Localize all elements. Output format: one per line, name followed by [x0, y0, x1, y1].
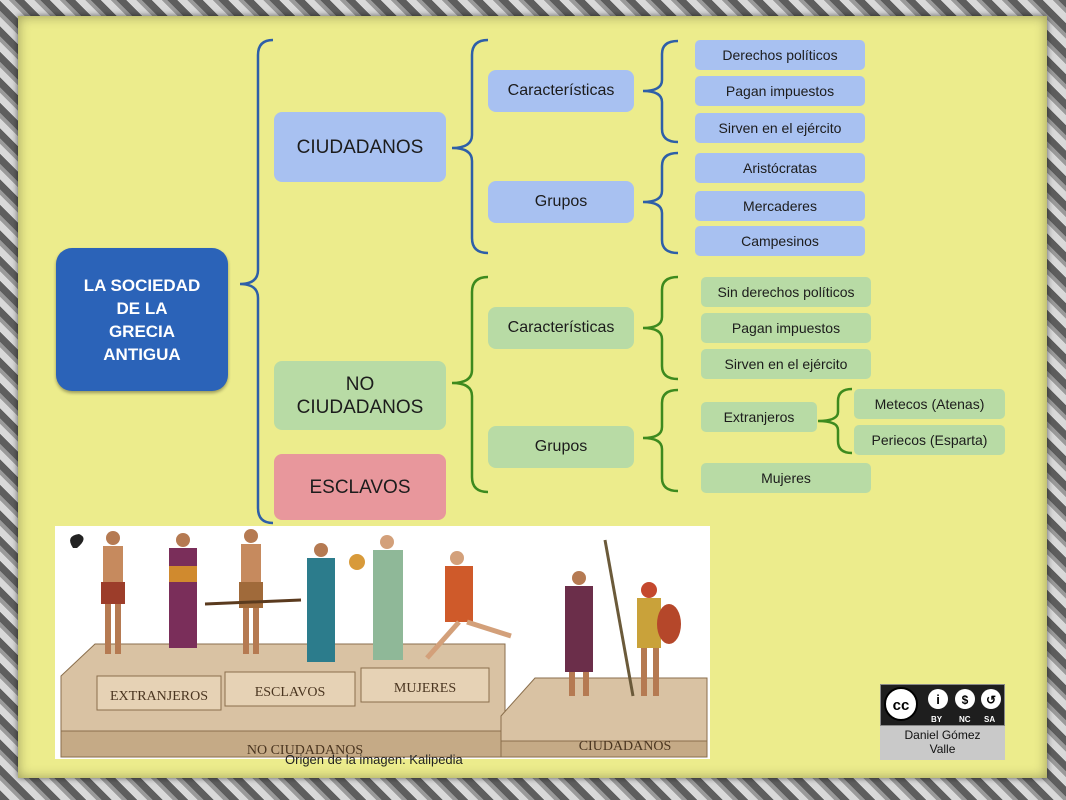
- cc-by: BY: [931, 715, 943, 724]
- figure-extranjero-2: [169, 533, 197, 648]
- leaf-sirven-ejercito: Sirven en el ejército: [695, 113, 865, 143]
- leaf-pagan-impuestos: Pagan impuestos: [695, 76, 865, 106]
- social-classes-illustration: EXTRANJEROS ESCLAVOS MUJERES NO CIUDADAN…: [55, 526, 710, 759]
- leaf-extranjeros: Extranjeros: [701, 402, 817, 432]
- ciud-grupos-bracket: [642, 151, 679, 255]
- leaf-derechos-politicos: Derechos políticos: [695, 40, 865, 70]
- author-name: Daniel Gómez Valle: [880, 726, 1005, 760]
- figure-soldado: [603, 539, 681, 697]
- noc-grupos-bracket: [642, 388, 679, 493]
- plinth-esclavos: ESCLAVOS: [255, 685, 326, 700]
- extranjeros-bracket: [817, 387, 853, 455]
- ciud-caracteristicas-node: Características: [488, 70, 634, 112]
- svg-text:↺: ↺: [986, 693, 996, 707]
- leaf-sin-derechos: Sin derechos políticos: [701, 277, 871, 307]
- figure-mujer-2: [425, 551, 512, 660]
- leaf-campesinos: Campesinos: [695, 226, 865, 256]
- leaf-noc-pagan-impuestos: Pagan impuestos: [701, 313, 871, 343]
- cc-sa: SA: [984, 715, 996, 724]
- leaf-metecos: Metecos (Atenas): [854, 389, 1005, 419]
- leaf-periecos: Periecos (Esparta): [854, 425, 1005, 455]
- noc-bracket: [451, 275, 489, 494]
- cc-badge: cc i $ ↺ BY NC SA: [880, 684, 1005, 726]
- ciud-grupos-node: Grupos: [488, 181, 634, 223]
- noc-caracteristicas-node: Características: [488, 307, 634, 349]
- figure-mujer-1: [373, 535, 403, 660]
- noc-carac-bracket: [642, 275, 679, 381]
- cc-nc: NC: [959, 715, 971, 724]
- svg-text:$: $: [962, 693, 969, 707]
- ciud-carac-bracket: [642, 39, 679, 144]
- svg-text:cc: cc: [893, 697, 910, 714]
- plinth-extranjeros: EXTRANJEROS: [110, 689, 208, 704]
- plinth-ciudadanos: CIUDADANOS: [579, 739, 672, 754]
- no-ciudadanos-node: NO CIUDADANOS: [274, 361, 446, 430]
- leaf-mujeres: Mujeres: [701, 463, 871, 493]
- leaf-aristocratas: Aristócratas: [695, 153, 865, 183]
- ciudadanos-bracket: [451, 38, 489, 255]
- figure-ciudadano: [565, 571, 593, 696]
- figure-esclavo: [204, 529, 302, 654]
- root-node: LA SOCIEDAD DE LA GRECIA ANTIGUA: [56, 248, 228, 391]
- leaf-mercaderes: Mercaderes: [695, 191, 865, 221]
- plinth-no-ciudadanos: NO CIUDADANOS: [247, 743, 363, 758]
- ciudadanos-node: CIUDADANOS: [274, 112, 446, 182]
- figure-extranjero: [70, 531, 125, 654]
- esclavos-node: ESCLAVOS: [274, 454, 446, 520]
- root-bracket: [239, 38, 274, 525]
- plinth-labels: EXTRANJEROS ESCLAVOS MUJERES NO CIUDADAN…: [110, 681, 671, 758]
- leaf-noc-sirven-ejercito: Sirven en el ejército: [701, 349, 871, 379]
- cc-license: cc i $ ↺ BY NC SA Daniel Gómez Valle: [880, 684, 1005, 760]
- image-caption: Origen de la imagen: Kalipedia: [285, 752, 463, 767]
- figure-esclava: [307, 543, 365, 662]
- noc-grupos-node: Grupos: [488, 426, 634, 468]
- svg-text:i: i: [936, 692, 940, 707]
- plinth-mujeres: MUJERES: [394, 681, 456, 696]
